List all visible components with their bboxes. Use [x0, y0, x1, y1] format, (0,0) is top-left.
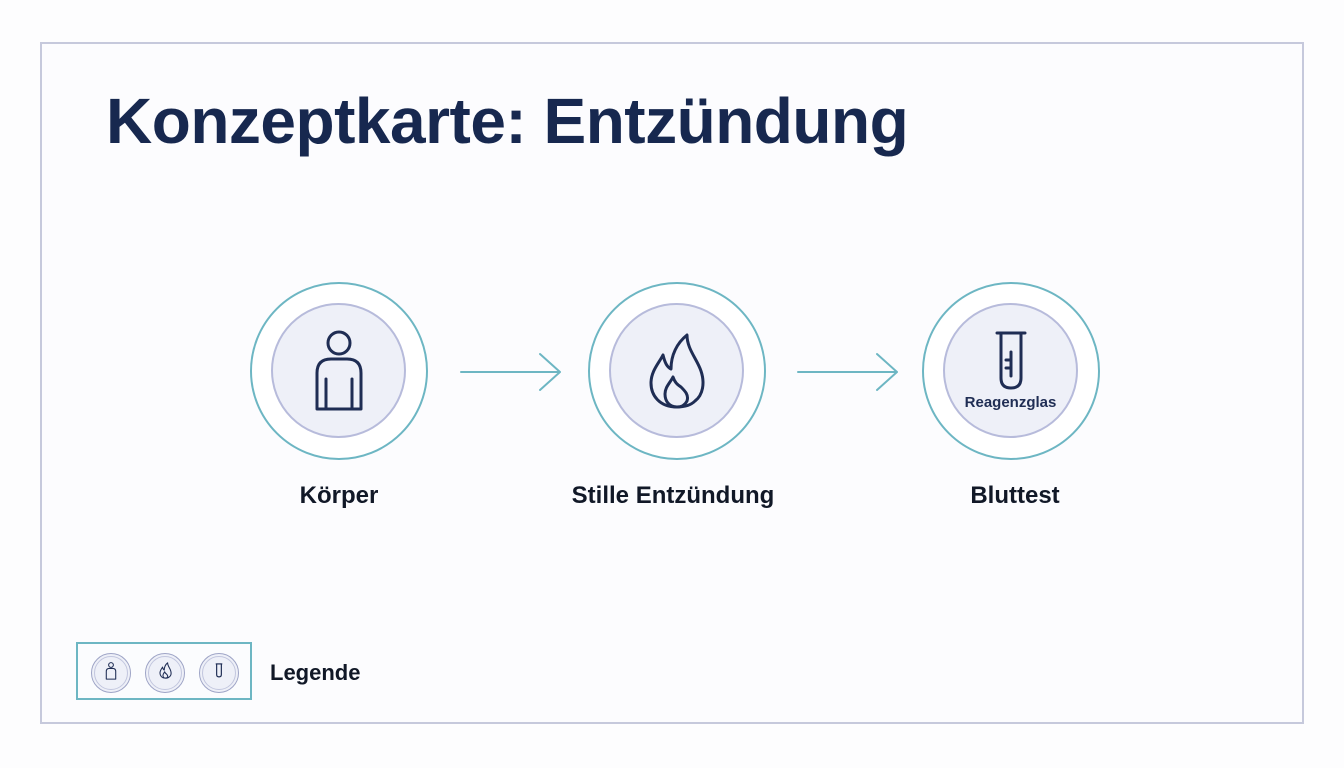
legend-label: Legende: [270, 660, 361, 685]
test-tube-icon: [994, 330, 1028, 392]
node-label-stille-entzuendung: Stille Entzündung: [571, 482, 775, 509]
legend-item-test-tube: [199, 653, 239, 693]
node-koerper: [250, 282, 428, 460]
person-icon: [311, 329, 367, 413]
arrow-1: [460, 353, 561, 391]
node-label-koerper: Körper: [299, 482, 379, 509]
legend-box: [76, 642, 252, 700]
page-title: Konzeptkarte: Entzündung: [106, 85, 909, 157]
node-bluttest-inner: Reagenzglas: [943, 303, 1078, 438]
node-stille-entzuendung: [588, 282, 766, 460]
node-label-bluttest: Bluttest: [970, 482, 1060, 509]
node-sublabel-reagenzglas: Reagenzglas: [964, 394, 1057, 411]
legend-item-person: [91, 653, 131, 693]
node-stille-entzuendung-inner: [609, 303, 744, 438]
node-koerper-inner: [271, 303, 406, 438]
legend-item-flame: [145, 653, 185, 693]
flame-icon: [647, 331, 707, 411]
arrow-2: [797, 353, 898, 391]
node-bluttest: Reagenzglas: [922, 282, 1100, 460]
